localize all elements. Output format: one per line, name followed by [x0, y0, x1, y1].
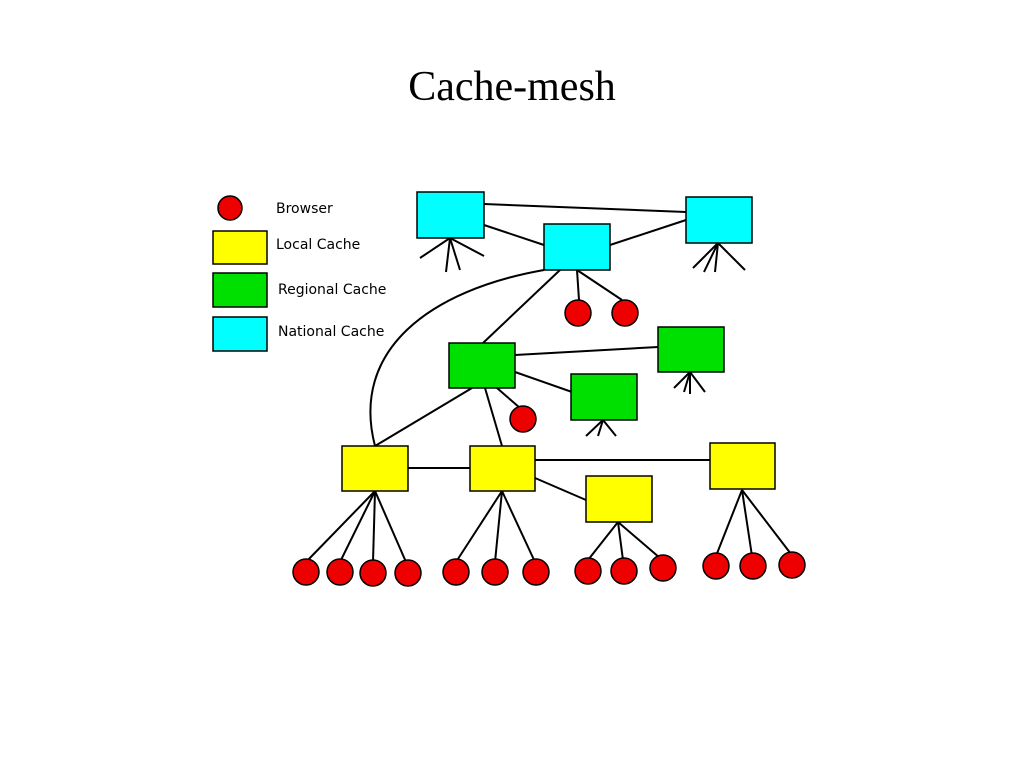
browser-node: [574, 557, 602, 585]
browser-node: [564, 299, 592, 327]
legend-regional-cache-swatch: [212, 272, 268, 308]
browser-node: [394, 559, 422, 587]
browser-node: [702, 552, 730, 580]
page-title: Cache-mesh: [408, 64, 616, 110]
legend-national-cache-swatch: [212, 316, 268, 352]
browser-node: [442, 558, 470, 586]
browser-node: [778, 551, 806, 579]
browser-node: [649, 554, 677, 582]
local-cache-node: [469, 445, 536, 492]
regional-cache-node: [657, 326, 725, 373]
legend-label-browser: Browser: [276, 201, 333, 217]
legend-label-regional-cache: Regional Cache: [278, 282, 387, 298]
browser-node: [522, 558, 550, 586]
regional-cache-node: [448, 342, 516, 389]
local-cache-node: [585, 475, 653, 523]
browser-node: [481, 558, 509, 586]
national-cache-node: [685, 196, 753, 244]
legend-label-local-cache: Local Cache: [276, 237, 361, 253]
local-cache-node: [709, 442, 776, 490]
browser-node: [359, 559, 387, 587]
browser-node: [326, 558, 354, 586]
browser-node: [610, 557, 638, 585]
legend-browser-swatch: [217, 195, 243, 221]
local-cache-node: [341, 445, 409, 492]
browser-node: [739, 552, 767, 580]
browser-node: [611, 299, 639, 327]
national-cache-node: [543, 223, 611, 271]
browser-node: [509, 405, 537, 433]
connection-lines: [305, 203, 792, 563]
regional-cache-node: [570, 373, 638, 421]
legend-label-national-cache: National Cache: [278, 324, 385, 340]
national-cache-node: [416, 191, 485, 239]
browser-node: [292, 558, 320, 586]
legend-local-cache-swatch: [212, 230, 268, 265]
